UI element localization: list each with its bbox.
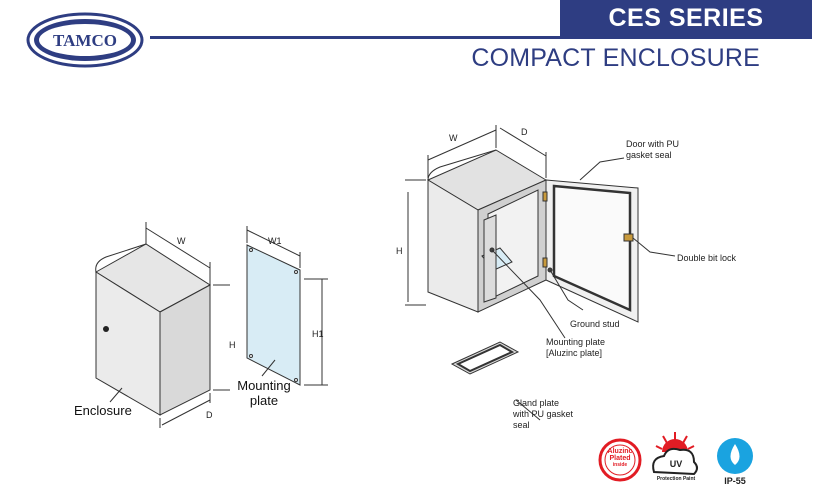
uv-caption: Protection Paint — [656, 476, 696, 482]
right-enclosure-drawing — [405, 125, 676, 421]
gland-plate-line-3: seal — [513, 420, 530, 430]
left-dim-h: H — [229, 340, 236, 350]
header-rule — [150, 36, 812, 39]
aluzinc-text-2: Plated — [609, 455, 631, 462]
gland-plate-line-2: with PU gasket — [513, 409, 574, 419]
gland-plate-drawing — [450, 341, 520, 375]
mounting-plate-right-label: Mounting plate [Aluzinc plate] — [546, 337, 605, 359]
mounting-plate-label-line-1: Mounting — [237, 378, 291, 393]
left-enclosure-drawing — [95, 222, 230, 428]
page-subtitle: COMPACT ENCLOSURE — [471, 44, 760, 72]
left-dim-w1: W1 — [268, 236, 282, 246]
logo-text: TAMCO — [53, 31, 117, 50]
mounting-plate-label: Mounting plate — [236, 378, 292, 408]
left-mounting-plate-drawing — [246, 226, 328, 386]
ip55-badge — [717, 438, 753, 474]
left-dim-d: D — [206, 410, 213, 420]
aluzinc-badge — [598, 438, 642, 482]
lock-label: Double bit lock — [677, 253, 737, 263]
ip55-text: IP-55 — [724, 476, 746, 486]
door-label-line-2: gasket seal — [626, 150, 672, 160]
right-dim-w: W — [449, 133, 458, 143]
mounting-plate-right-line-2: [Aluzinc plate] — [546, 348, 603, 358]
tamco-logo: TAMCO — [26, 12, 144, 68]
enclosure-label: Enclosure — [74, 403, 132, 418]
series-title: CES SERIES — [560, 0, 812, 36]
gland-plate-label: Gland plate with PU gasket seal — [513, 398, 573, 431]
aluzinc-badge-text: Aluzinc Plated inside — [603, 448, 637, 469]
door-label: Door with PU gasket seal — [626, 139, 679, 161]
aluzinc-text-1: Aluzinc — [607, 448, 633, 455]
aluzinc-text-3: inside — [612, 462, 628, 468]
gland-plate-line-1: Gland plate — [513, 398, 560, 408]
door-label-line-1: Door with PU — [626, 139, 680, 149]
uv-badge-text: UV — [669, 459, 683, 469]
mounting-plate-right-line-1: Mounting plate — [546, 337, 606, 347]
ground-stud-label: Ground stud — [570, 319, 620, 329]
left-dim-w: W — [177, 236, 186, 246]
right-dim-h: H — [396, 246, 403, 256]
right-dim-d: D — [521, 127, 528, 137]
uv-badge — [652, 432, 698, 476]
left-dim-h1: H1 — [312, 329, 324, 339]
mounting-plate-label-line-2: plate — [249, 393, 279, 408]
